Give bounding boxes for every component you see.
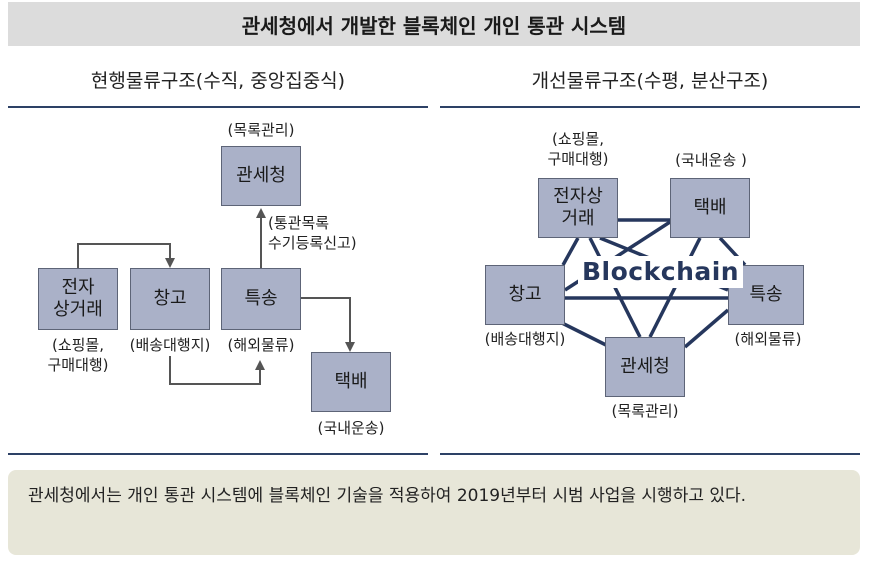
left-bottom-rule: [8, 453, 428, 455]
right-top-rule: [440, 106, 860, 108]
edge-warehouse-customs: [559, 320, 611, 349]
arrow-ecommerce-to-warehouse: [77, 243, 175, 268]
right-box-customs: 관세청: [605, 337, 685, 397]
left-box-delivery: 택배: [311, 352, 391, 412]
right-box-delivery: 택배: [670, 178, 750, 238]
edge-express-customs: [683, 308, 730, 349]
right-heading: 개선물류구조(수평, 분산구조): [531, 69, 769, 92]
right-label-warehouse-role: (배송대행지): [484, 330, 566, 348]
left-top-rule: [8, 106, 428, 108]
current-structure-arrows: [77, 208, 355, 385]
label-customs-role: (목록관리): [227, 121, 295, 139]
right-label-express-role: (해외물류): [734, 330, 802, 348]
left-box-ecommerce: 전자 상거래: [38, 268, 118, 330]
left-box-express: 특송: [221, 268, 301, 330]
label-ecommerce-role: (쇼핑몰, 구매대행): [47, 336, 109, 374]
left-box-warehouse: 창고: [130, 268, 210, 330]
label-delivery-role: (국내운송): [317, 419, 385, 437]
caption-note: 관세청에서는 개인 통관 시스템에 블록체인 기술을 적용하여 2019년부터 …: [8, 470, 860, 555]
figure-title: 관세청에서 개발한 블록체인 개인 통관 시스템: [8, 2, 860, 46]
right-box-warehouse: 창고: [485, 265, 565, 325]
label-express-role: (해외물류): [227, 336, 295, 354]
right-label-delivery-role: (국내운송 ): [675, 151, 747, 169]
arrow-express-to-delivery: [300, 297, 355, 352]
blockchain-label: Blockchain: [578, 256, 744, 288]
edge-ecommerce-warehouse: [561, 237, 580, 266]
left-heading: 현행물류구조(수직, 중앙집중식): [90, 69, 346, 92]
label-express-to-customs: (통관목록 수기등록신고): [268, 214, 357, 252]
right-label-ecommerce-role: (쇼핑몰, 구매대행): [547, 130, 609, 168]
right-box-ecommerce: 전자상 거래: [538, 178, 618, 238]
right-bottom-rule: [440, 453, 860, 455]
left-box-customs: 관세청: [221, 146, 301, 206]
arrow-warehouse-to-express: [169, 356, 265, 385]
label-warehouse-role: (배송대행지): [129, 336, 211, 354]
right-label-customs-role: (목록관리): [611, 402, 679, 420]
